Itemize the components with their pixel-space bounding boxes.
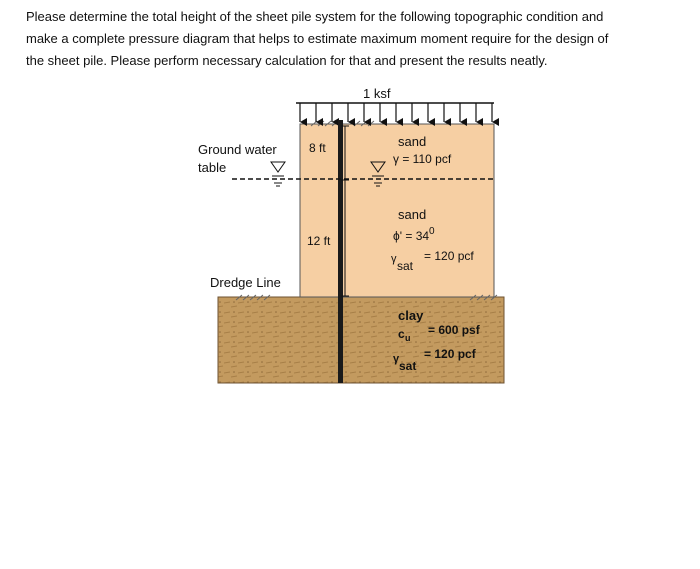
layer2-phi: ϕ' = 340 — [393, 226, 435, 243]
layer3-cu-sub: u — [405, 333, 411, 343]
dredge-line-label: Dredge Line — [210, 275, 281, 290]
layer3-gamma-sat-value: = 120 pcf — [424, 347, 477, 361]
sand-left-of-wall — [300, 124, 338, 297]
layer3-gamma-sat-sub: sat — [399, 359, 416, 373]
dim-upper-label: 8 ft — [309, 141, 326, 155]
layer1-gamma: γ = 110 pcf — [393, 152, 452, 166]
problem-line-3: the sheet pile. Please perform necessary… — [26, 53, 548, 68]
problem-line-2: make a complete pressure diagram that he… — [26, 31, 609, 46]
groundwater-label-line1: Ground water — [198, 142, 277, 157]
layer2-gamma-sat-value: = 120 pcf — [424, 249, 474, 263]
problem-statement: Please determine the total height of the… — [26, 6, 678, 72]
dimension-line — [341, 125, 349, 297]
groundwater-label-line2: table — [198, 160, 226, 175]
layer2-gamma-sat-sym: γ — [391, 253, 397, 265]
layer3-gamma-sat-sym: γ — [393, 353, 400, 365]
surcharge-load — [296, 102, 499, 126]
problem-line-1: Please determine the total height of the… — [26, 9, 604, 24]
layer2-phi-value: ϕ' = 34 — [393, 229, 429, 243]
water-table-symbol-left — [270, 161, 286, 187]
clay-layer — [217, 296, 505, 384]
surcharge-label: 1 ksf — [363, 86, 391, 101]
layer2-gamma-sat-sub: sat — [397, 259, 414, 273]
layer3-name: clay — [398, 308, 424, 323]
layer3-cu-sym: c — [398, 327, 405, 341]
layer3-cu-value: = 600 psf — [428, 323, 481, 337]
dim-lower-label: 12 ft — [307, 234, 331, 248]
layer2-phi-degree: 0 — [429, 226, 435, 237]
sheet-pile-wall — [338, 120, 343, 383]
layer2-name: sand — [398, 207, 426, 222]
water-table-symbol-right — [370, 161, 386, 187]
layer1-name: sand — [398, 134, 426, 149]
